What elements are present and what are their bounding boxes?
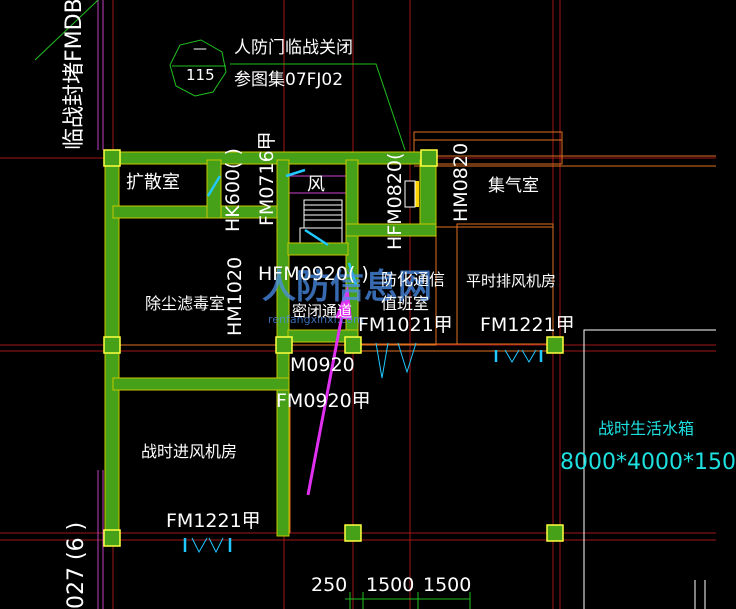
door-swings xyxy=(191,342,537,554)
callout-leader xyxy=(34,0,406,151)
door-fm1221-bottom: FM1221甲 xyxy=(166,510,261,532)
room-tank: 战时生活水箱 xyxy=(598,419,695,438)
door-hm1020: HM1020 xyxy=(224,256,246,336)
pointer-arrow xyxy=(306,285,352,496)
door-fm0716: FM0716甲 xyxy=(256,131,278,226)
callout-hex-bottom: 115 xyxy=(186,66,215,84)
room-gas: 集气室 xyxy=(488,176,539,196)
door-m0920: M0920 xyxy=(290,354,355,376)
door-frame-2 xyxy=(404,180,416,208)
dim-250: 250 xyxy=(311,574,348,596)
dim-1500-a: 1500 xyxy=(366,574,415,596)
room-expansion: 扩散室 xyxy=(126,172,180,193)
room-decon: 除尘滤毒室 xyxy=(145,294,226,313)
left-vertical-bottom: 027 (6 ) xyxy=(64,521,89,609)
watermark: 人防信息网 xyxy=(262,267,432,307)
floor-plan-drawing xyxy=(0,0,716,609)
left-edge-lines xyxy=(97,0,104,609)
tank-outline xyxy=(583,329,716,609)
dim-1500-b: 1500 xyxy=(423,574,472,596)
callout-hex-top: — xyxy=(193,41,207,57)
door-hfm0920: HFM0920( ) xyxy=(258,263,369,285)
door-fm1021: FM1021甲 xyxy=(358,314,453,336)
door-symbols xyxy=(183,168,543,552)
outline-lines xyxy=(104,131,716,533)
room-intake: 战时进风机房 xyxy=(141,442,238,461)
left-vertical-top: 临战封堵FMDB xyxy=(62,0,87,150)
dimension-line xyxy=(345,592,471,609)
room-exhaust: 平时排风机房 xyxy=(466,272,557,290)
callout-line2: 参图集07FJ02 xyxy=(234,70,344,90)
watermark-url: renfangxinxi.com xyxy=(268,313,364,326)
callout-line1: 人防门临战关闭 xyxy=(234,38,353,58)
door-frame xyxy=(415,181,419,207)
door-hm0820: HM0820 xyxy=(450,142,472,222)
door-fm0920: FM0920甲 xyxy=(276,390,371,412)
room-comm-2: 值班室 xyxy=(381,294,430,313)
room-comm-1: 防化通信 xyxy=(381,270,446,289)
room-wind: 风 xyxy=(307,174,325,195)
columns xyxy=(103,149,564,547)
room-airlock: 密闭通道 xyxy=(292,302,353,320)
door-hk600: HK600( ) xyxy=(222,148,244,232)
door-fm1221-right: FM1221甲 xyxy=(480,314,575,336)
door-hfm0820: HFM0820( xyxy=(384,152,406,250)
tank-size: 8000*4000*150 xyxy=(560,450,736,475)
